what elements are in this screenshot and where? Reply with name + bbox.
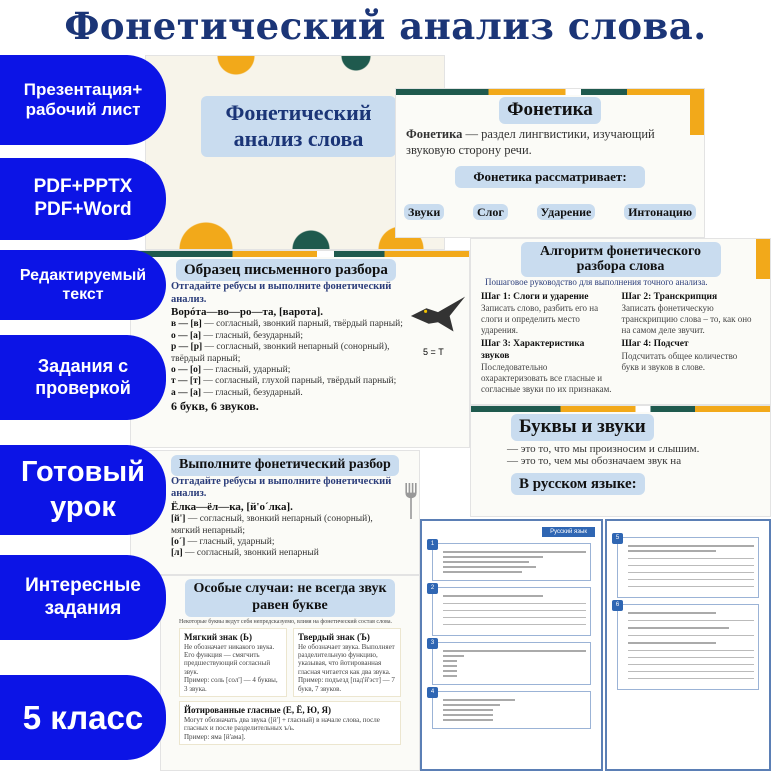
badge-presentation: Презентация+ рабочий лист [0, 55, 166, 145]
analysis-line: в — [в] — согласный, звонкий парный, твё… [171, 319, 403, 330]
analysis-line: р — [р] — согласный, звонкий непарный (с… [171, 342, 390, 364]
worksheet-page-2: 5 6 [605, 519, 771, 771]
cover-title: Фонетический анализ слова [201, 96, 396, 157]
definition: — раздел лингвистики, изучающий звуковую… [406, 126, 655, 158]
algoritm-title: Алгоритм фонетического разбора слова [520, 242, 721, 277]
bukvy-title: Буквы и звуки [511, 414, 654, 441]
page-title: Фонетический анализ слова. [64, 4, 707, 48]
badge-interesting: Интересные задания [0, 555, 166, 640]
step-title: Шаг 2: Транскрипция [621, 291, 718, 302]
task-number: 4 [427, 687, 438, 698]
task-number: 6 [612, 600, 623, 611]
analysis-line: о — [а] — гласный, безударный; [171, 330, 303, 341]
slide-vypolnite: Выполните фонетический разбор Отгадайте … [130, 450, 420, 575]
step-text: Последовательно охарактеризовать все гла… [481, 362, 612, 394]
slide-bukvy: Буквы и звуки — это то, что мы произноси… [470, 405, 771, 517]
fork-icon [405, 483, 417, 519]
bukvy-line2: — это то, чем мы обозначаем звук на [507, 454, 682, 467]
analysis-line: [й'] — согласный, звонкий непарный (соно… [171, 514, 373, 536]
subject-tag: Русский язык [542, 527, 595, 537]
task-number: 3 [427, 638, 438, 649]
badge-editable: Редактируемый текст [0, 250, 166, 320]
step-title: Шаг 4: Подсчет [621, 339, 689, 350]
fonetika-subtitle: Фонетика рассматривает: [455, 166, 645, 188]
obrazec-word: Ворóта—во—ро—та, [варота]. [171, 306, 324, 319]
card-example: Пример: соль [сол'] — 4 буквы, 3 звука. [184, 676, 278, 693]
item-slog: Слог [472, 203, 508, 221]
slide-osobye: Особые случаи: не всегда звук равен букв… [160, 575, 420, 771]
card-hard-sign: Твердый знак (Ъ)Не обозначает звука. Вып… [293, 627, 401, 697]
badge-grade: 5 класс [0, 675, 166, 760]
analysis-line: [л] — согласный, звонкий непарный [171, 548, 319, 559]
card-text: Не обозначает никакого звука. Его функци… [184, 642, 275, 676]
card-text: Могут обозначать два звука ([й'] + гласн… [184, 715, 380, 733]
card-title: Мягкий знак (Ь) [184, 631, 252, 642]
vypolnite-task: Отгадайте ребусы и выполните фонетически… [171, 475, 392, 500]
badge-formats: PDF+PPTX PDF+Word [0, 158, 166, 240]
rebus-label: 5 = Т [423, 347, 444, 357]
step-text: Записать слово, разбить его на слоги и о… [481, 302, 599, 335]
analysis-line: о — [о] — гласный, ударный; [171, 364, 291, 375]
card-text: Не обозначает звука. Выполняет разделите… [298, 642, 395, 676]
badge-tasks: Задания с проверкой [0, 335, 166, 420]
algoritm-subtitle: Пошаговое руководство для выполнения точ… [485, 276, 708, 287]
item-udarenie: Ударение [536, 203, 596, 221]
card-iotated: Йотированные гласные (Е, Ё, Ю, Я)Могут о… [179, 700, 401, 745]
vypolnite-lines: [й'] — согласный, звонкий непарный (соно… [171, 514, 401, 560]
step-title: Шаг 1: Слоги и ударение [481, 291, 589, 302]
vypolnite-title: Выполните фонетический разбор [171, 455, 399, 476]
bukvy-subtitle: В русском языке: [511, 472, 645, 495]
analysis-line: т — [т] — согласный, глухой парный, твёр… [171, 376, 397, 387]
card-soft-sign: Мягкий знак (Ь)Не обозначает никакого зв… [179, 627, 287, 697]
obrazec-title: Образец письменного разбора [176, 259, 396, 281]
task-number: 1 [427, 539, 438, 550]
fonetika-title: Фонетика [499, 97, 601, 124]
worksheet-page-1: Русский язык 1 2 3 4 [420, 519, 603, 771]
analysis-line: [о´] — гласный, ударный; [171, 536, 275, 547]
badge-ready-lesson: Готовый урок [0, 445, 166, 535]
slide-algoritm: Алгоритм фонетического разбора слова Пош… [470, 238, 771, 405]
term: Фонетика [406, 126, 463, 141]
step-text: Записать фонетическую транскрипцию слова… [621, 302, 752, 335]
obrazec-lines: в — [в] — согласный, звонкий парный, твё… [171, 319, 405, 399]
task-number: 5 [612, 533, 623, 544]
task-number: 2 [427, 583, 438, 594]
card-title: Твердый знак (Ъ) [298, 631, 370, 642]
vypolnite-word: Ёлка—ёл—ка, [й'о´лка]. [171, 500, 293, 513]
step-text: Подсчитать общее количество букв и звуко… [621, 350, 738, 372]
osobye-intro: Некоторые буквы ведут себя непредсказуем… [179, 618, 393, 625]
obrazec-total: 6 букв, 6 звуков. [171, 399, 259, 414]
obrazec-task: Отгадайте ребусы и выполните фонетически… [171, 281, 392, 305]
card-example: Пример: яма [й'ама]. [184, 732, 246, 741]
card-example: Пример: подъезд [пад'й'эст] — 7 букв, 7 … [298, 676, 395, 693]
item-intonaciya: Интонацию [624, 203, 696, 221]
item-zvuki: Звуки [404, 203, 445, 221]
bukvy-line1: — это то, что мы произносим и слышим. [507, 442, 700, 455]
slide-obrazec: Образец письменного разбора Отгадайте ре… [130, 250, 470, 448]
step-title: Шаг 3: Характеристика звуков [481, 339, 585, 361]
card-title: Йотированные гласные (Е, Ё, Ю, Я) [184, 704, 332, 715]
crow-icon [410, 296, 466, 332]
analysis-line: а — [а] — гласный, безударный. [171, 387, 303, 398]
slide-fonetika: Фонетика Фонетика — раздел лингвистики, … [395, 88, 705, 238]
osobye-title: Особые случаи: не всегда звук равен букв… [185, 579, 395, 617]
